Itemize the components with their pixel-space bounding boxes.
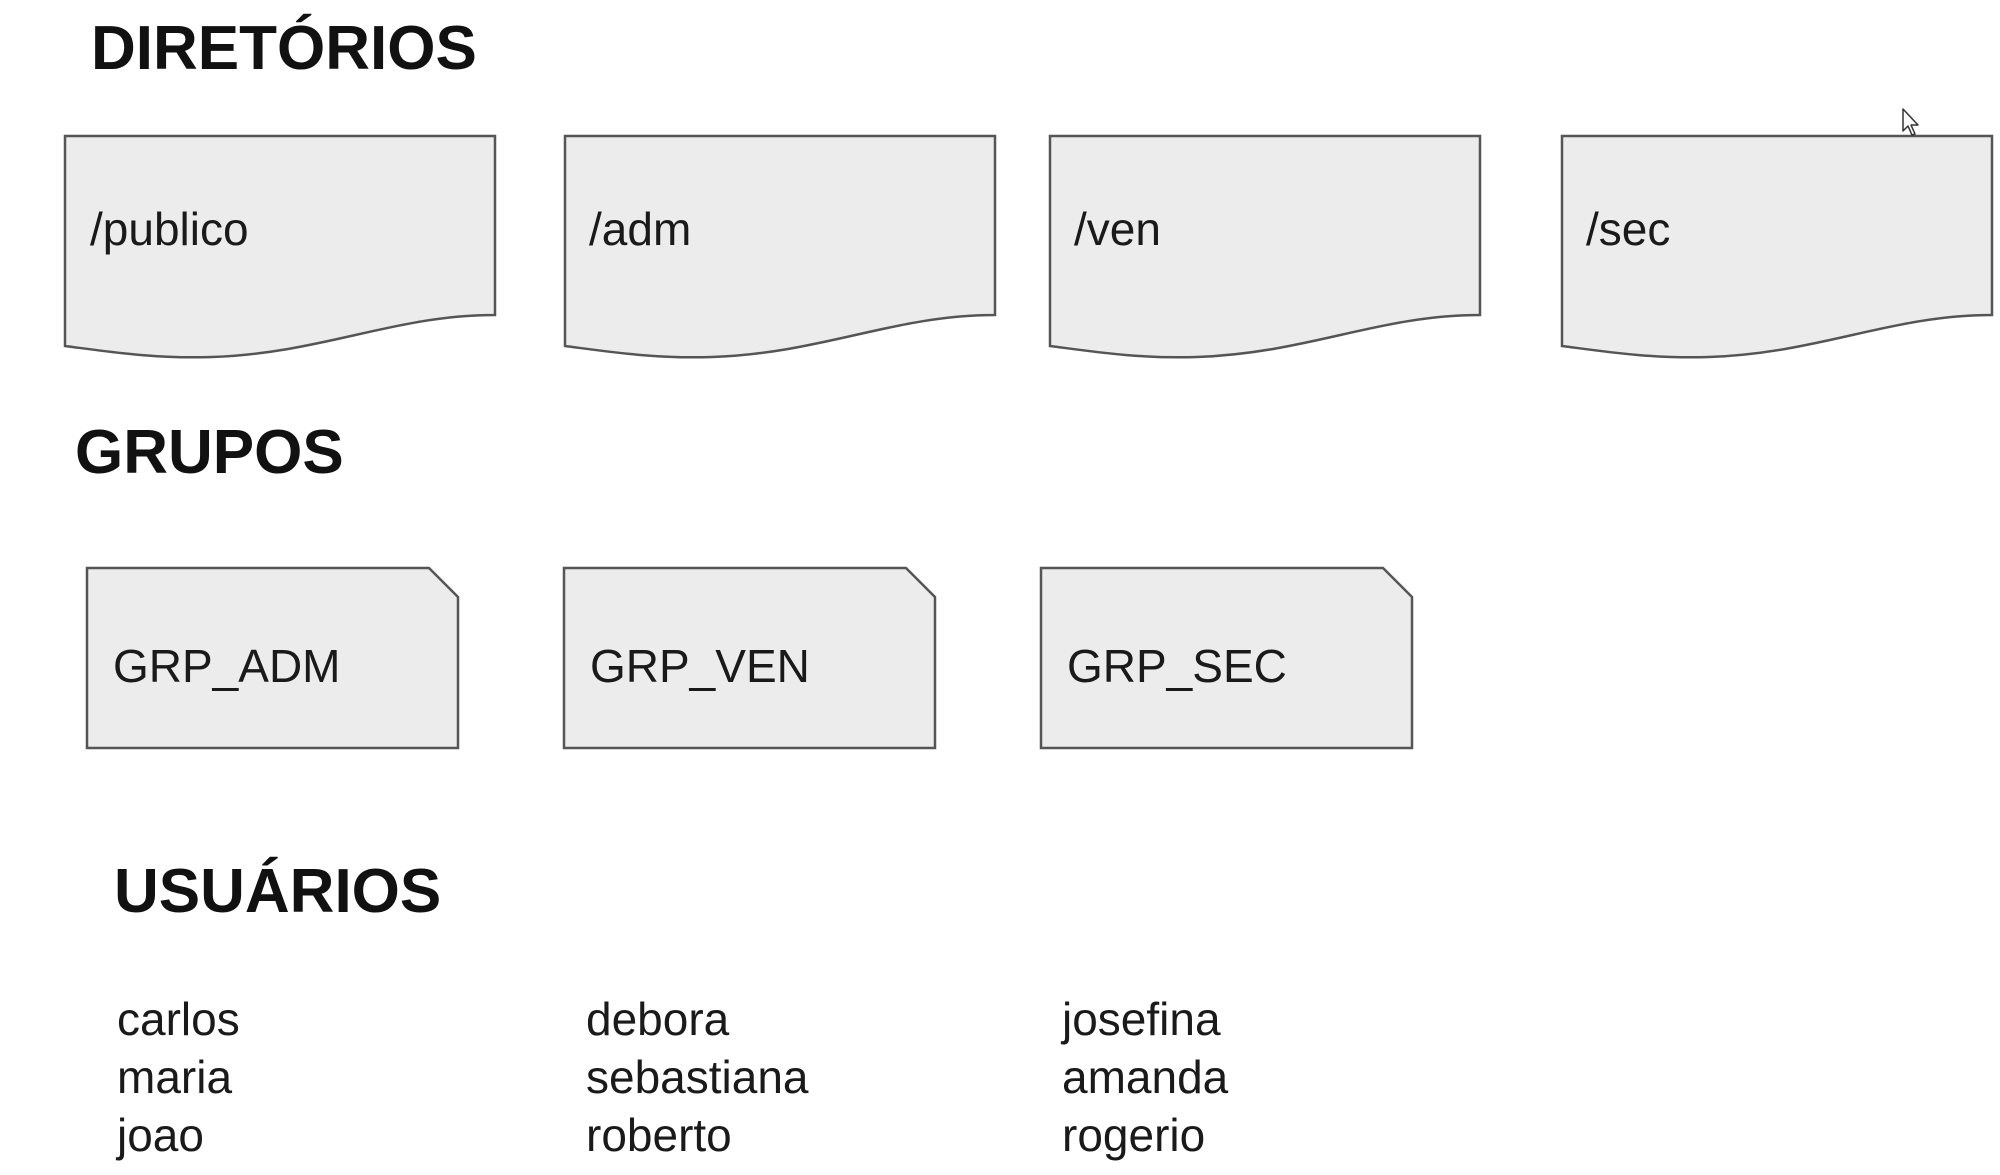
document-shape-icon: [1560, 134, 1994, 359]
group-label: GRP_SEC: [1067, 640, 1287, 692]
directory-label: /ven: [1074, 203, 1161, 255]
user-name: debora: [586, 993, 730, 1045]
user-name: carlos: [117, 993, 240, 1045]
cut-corner-card-icon: [85, 566, 460, 750]
group-label: GRP_ADM: [113, 640, 341, 692]
mouse-pointer-icon: [1902, 108, 1919, 136]
user-name: roberto: [586, 1109, 732, 1161]
user-name: sebastiana: [586, 1051, 809, 1103]
users-column-ven: debora sebastiana roberto: [586, 990, 809, 1164]
users-heading: USUÁRIOS: [114, 857, 442, 926]
document-shape-icon: [563, 134, 997, 359]
user-name: joao: [117, 1109, 204, 1161]
groups-heading: GRUPOS: [75, 418, 344, 487]
cut-corner-card-icon: [1039, 566, 1414, 750]
users-column-adm: carlos maria joao: [117, 990, 240, 1164]
user-name: maria: [117, 1051, 233, 1103]
user-name: josefina: [1062, 993, 1221, 1045]
user-name: rogerio: [1062, 1109, 1206, 1161]
document-shape-icon: [63, 134, 497, 359]
users-column-sec: josefina amanda rogerio: [1062, 990, 1228, 1164]
group-label: GRP_VEN: [590, 640, 810, 692]
directory-label: /adm: [589, 203, 692, 255]
directory-label: /publico: [90, 203, 249, 255]
document-shape-icon: [1048, 134, 1482, 359]
user-name: amanda: [1062, 1051, 1229, 1103]
cut-corner-card-icon: [562, 566, 937, 750]
directories-heading: DIRETÓRIOS: [91, 14, 477, 83]
directory-label: /sec: [1586, 203, 1671, 255]
